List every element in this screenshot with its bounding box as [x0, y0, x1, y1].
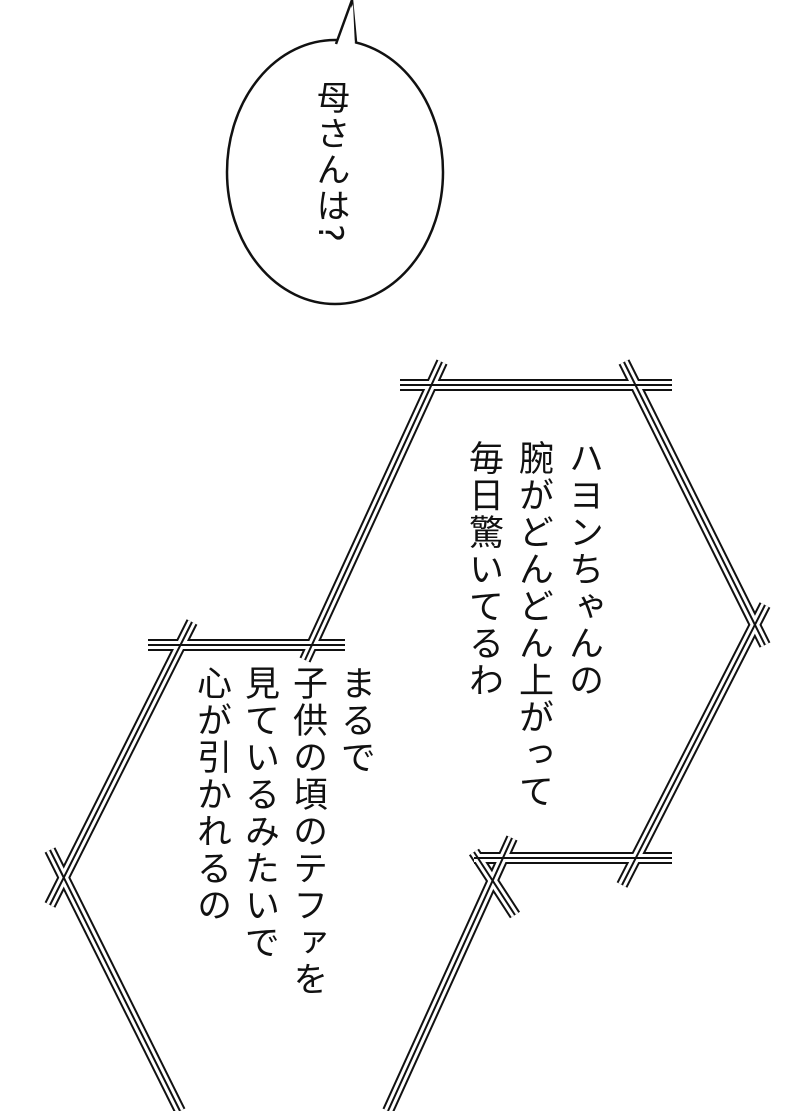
narration-1-line-3: 毎日驚いてるわ	[463, 440, 503, 699]
frame-line	[387, 837, 513, 1111]
speech-bubble-text: 母さんは?	[310, 80, 350, 245]
frame-line	[304, 361, 443, 661]
frame-line	[49, 849, 181, 1111]
narration-2-line-2: 子供の頃のテファを	[287, 665, 327, 998]
narration-2-line-3: 見ているみたいで	[239, 665, 279, 961]
narration-2-line-1: まるで	[335, 665, 375, 776]
frame-line	[49, 621, 193, 906]
narration-2-line-4: 心が引かれるの	[191, 665, 231, 924]
speech-bubble	[225, 0, 445, 306]
frame-line	[621, 604, 766, 886]
narration-1-line-1: ハヨンちゃんの	[563, 440, 603, 699]
frame-line	[473, 851, 516, 916]
frame-line	[623, 361, 766, 646]
narration-1-line-2: 腕がどんどん上がって	[513, 440, 553, 810]
hexagon-narration-frames	[44, 359, 771, 1111]
